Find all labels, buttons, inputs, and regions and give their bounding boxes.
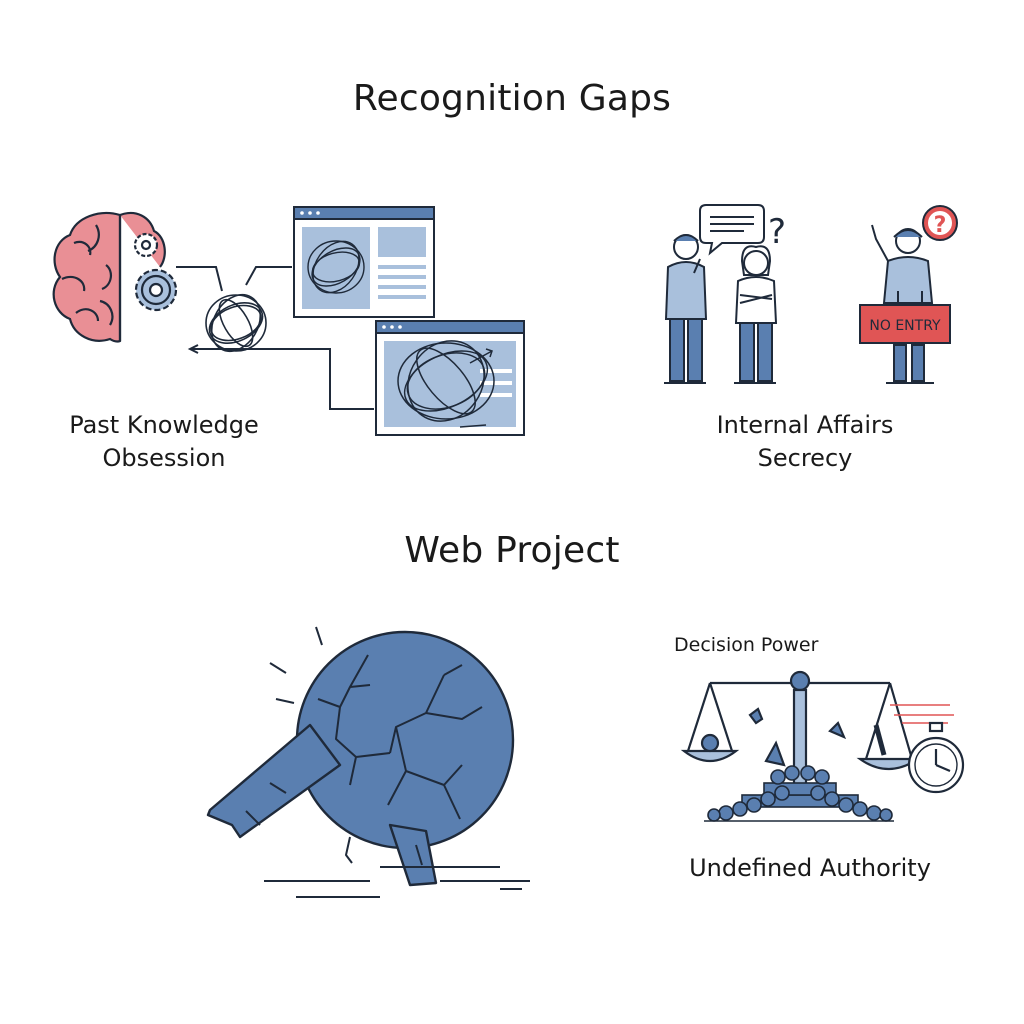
browser-window-icon — [293, 206, 435, 318]
balance-scale-icon — [680, 670, 954, 802]
authority-illustration — [680, 670, 965, 822]
section-title-recognition-gaps: Recognition Gaps — [352, 78, 672, 119]
caption-undefined-authority: Undefined Authority — [660, 852, 960, 885]
no-entry-sign-icon: NO ENTRY — [859, 291, 951, 344]
question-icon: ? — [768, 212, 786, 252]
question-icon: ? — [922, 205, 958, 241]
tangle-icon — [205, 293, 267, 353]
person-icon — [734, 245, 778, 384]
question-mark-text: ? — [934, 213, 947, 238]
speech-bubble-icon — [699, 204, 765, 256]
caption-internal-affairs: Internal Affairs Secrecy — [690, 409, 920, 475]
caption-line: Internal Affairs — [716, 411, 894, 439]
secrecy-illustration: ? ? NO ENTRY — [664, 204, 958, 384]
cracked-globe-illustration — [206, 626, 530, 898]
browser-window-icon — [375, 320, 525, 436]
knowledge-illustration — [52, 206, 525, 436]
section-title-web-project: Web Project — [404, 530, 620, 571]
decision-power-label: Decision Power — [674, 634, 819, 656]
person-icon — [664, 234, 708, 384]
person-icon — [871, 224, 934, 384]
cracked-globe-icon — [206, 626, 530, 898]
crowd-icon — [704, 765, 894, 822]
stopwatch-icon — [907, 721, 965, 794]
sign-text: NO ENTRY — [869, 318, 941, 334]
caption-past-knowledge: Past Knowledge Obsession — [40, 409, 288, 475]
caption-line: Past Knowledge — [69, 411, 259, 439]
caption-line: Undefined Authority — [689, 854, 931, 882]
gear-icon — [133, 232, 178, 312]
caption-line: Secrecy — [757, 444, 853, 472]
caption-line: Obsession — [102, 444, 226, 472]
